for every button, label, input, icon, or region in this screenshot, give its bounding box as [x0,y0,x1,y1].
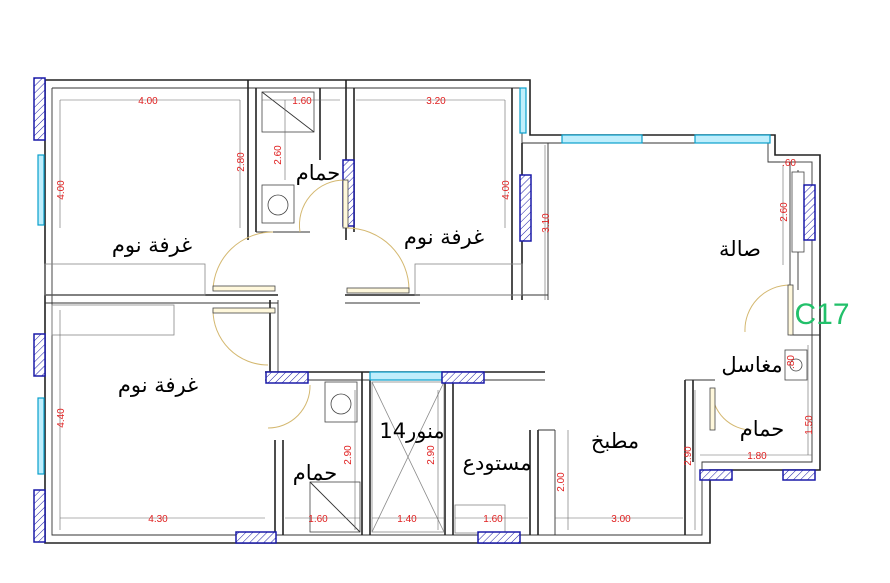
door-bath-lower-arc [267,384,311,429]
dim-label: 1.60 [292,96,312,107]
windows [33,77,816,544]
dimension-labels: 4.00 1.60 3.20 4.00 2.80 2.60 4.00 3.10 … [56,96,815,525]
room-label-storage: مستودع [462,451,531,475]
toilet-lower-bowl [330,393,352,415]
door-bedroom1-arc [212,231,274,291]
washbasin-bowl [789,358,803,372]
dimension-lines [59,99,812,530]
dim-label: 2.00 [556,472,567,492]
bathroom-fixtures [261,91,808,533]
door-bedroom3-leaf [212,307,276,314]
toilet-top-bowl [267,194,289,216]
window-salon-2 [694,134,771,144]
window-south-1 [235,531,277,544]
window-bath-right-2 [782,469,816,481]
dim-label: 3.00 [611,514,631,525]
door-bedroom2-arc [346,227,410,291]
room-label-light-well: منور14 [379,419,444,443]
room-labels: غرفة نوم غرفة نوم غرفة نوم حمام حمام منو… [112,161,850,485]
dim-label: .60 [782,158,796,169]
door-salon-leaf [787,284,794,336]
dim-label: 3.20 [426,96,446,107]
dim-label: 4.40 [56,408,67,428]
window-bath-lower [265,371,309,384]
window-ne-bedroom [519,87,527,134]
window-west-2 [33,333,46,377]
doors [212,179,794,431]
dim-label: 2.80 [236,152,247,172]
window-nw [33,77,46,141]
window-south-2 [477,531,521,544]
dim-label: 2.90 [343,445,354,465]
bedroom2-wardrobe [414,263,523,296]
furniture [44,263,523,534]
dim-label: 1.60 [308,514,328,525]
dim-label: 2.60 [779,202,790,222]
window-west-1 [37,154,45,226]
dim-label: 1.40 [397,514,417,525]
dim-label: 4.00 [501,180,512,200]
window-salon-east [803,184,816,241]
dim-label: 4.30 [148,514,168,525]
door-bath-top-leaf [342,179,349,229]
window-sw [33,489,46,543]
bedroom3-wardrobe [51,304,175,336]
room-label-salon: صالة [719,237,761,261]
window-bath-right-1 [699,469,733,481]
window-salon-1 [561,134,643,144]
door-bedroom1-leaf [212,285,276,292]
dim-label: 4.00 [56,180,67,200]
door-salon-arc [744,284,791,333]
window-west-3 [37,397,45,475]
room-label-bath-right: حمام [740,417,785,441]
room-label-bath-top: حمام [296,161,341,185]
dim-label: .80 [786,355,797,369]
room-label-bedroom-2: غرفة نوم [404,225,484,249]
dim-label: 3.10 [541,213,552,233]
room-label-kitchen: مطبخ [591,429,639,453]
bedroom1-wardrobe [44,263,206,296]
dim-label: 2.60 [273,145,284,165]
dim-label: 2.90 [683,446,694,466]
salon-heater [791,171,805,253]
door-bath-right-leaf [709,387,716,431]
door-bath-top-arc [298,179,346,233]
room-label-bedroom-3: غرفة نوم [118,373,198,397]
dim-label: 1.50 [804,415,815,435]
dim-label: 2.90 [426,445,437,465]
window-bedroom2 [519,174,532,242]
light-well [371,381,445,533]
window-light-well-2 [441,371,485,384]
plan-code-label: C17 [794,298,849,331]
room-label-bedroom-1: غرفة نوم [112,233,192,257]
dim-label: 1.80 [747,451,767,462]
room-label-bath-lower: حمام [293,461,338,485]
dim-label: 4.00 [138,96,158,107]
room-label-washbasins: مغاسل [721,353,782,377]
dim-label: 1.60 [483,514,503,525]
door-bedroom2-leaf [346,287,410,294]
door-bedroom3-arc [212,309,269,366]
window-light-well [369,371,443,381]
